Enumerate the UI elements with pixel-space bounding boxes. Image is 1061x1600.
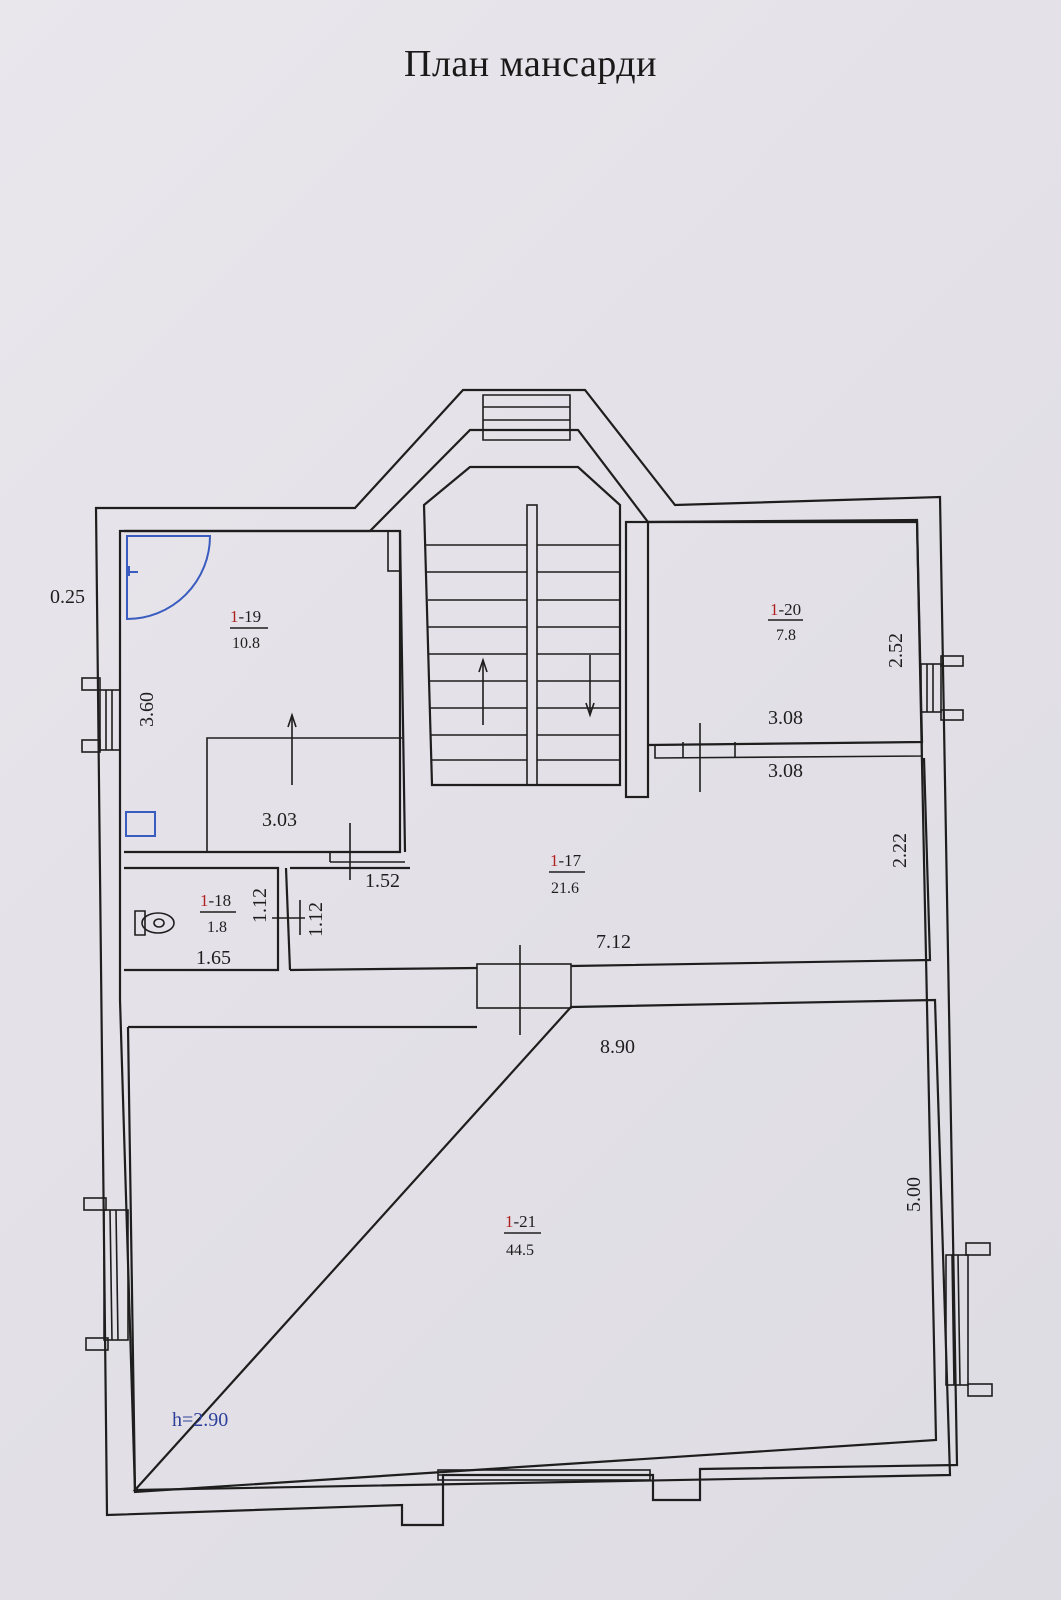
- room-1-19: [81, 529, 407, 880]
- sink-icon: [125, 811, 156, 837]
- room-label-1-17: 1-17 21.6: [549, 851, 585, 897]
- dim-1-65: 1.65: [196, 947, 231, 969]
- toilet-icon: [134, 910, 175, 936]
- room-label-1-21: 1-21 44.5: [504, 1212, 541, 1259]
- room-1-21: [83, 998, 993, 1492]
- svg-text:44.5: 44.5: [506, 1242, 534, 1259]
- dim-8-90: 8.90: [600, 1036, 635, 1058]
- svg-text:1-20: 1-20: [770, 600, 801, 619]
- svg-text:1-21: 1-21: [505, 1212, 536, 1231]
- svg-text:1-19: 1-19: [230, 607, 261, 626]
- dim-1-12-b: 1.12: [305, 902, 327, 937]
- svg-text:10.8: 10.8: [232, 635, 260, 652]
- dim-2-22: 2.22: [889, 833, 911, 868]
- dim-3-60: 3.60: [136, 692, 158, 727]
- dim-wall-thickness: 0.25: [50, 586, 85, 608]
- svg-text:7.8: 7.8: [776, 627, 796, 644]
- staircase: [422, 465, 650, 799]
- svg-text:1-18: 1-18: [200, 891, 231, 910]
- dim-5-00: 5.00: [903, 1177, 925, 1212]
- shower-icon: [126, 535, 212, 621]
- room-1-20: [647, 518, 964, 792]
- dim-1-52: 1.52: [365, 870, 400, 892]
- plan-title: План мансарди: [404, 43, 657, 85]
- dim-2-52: 2.52: [885, 633, 907, 668]
- svg-text:1-17: 1-17: [550, 851, 582, 870]
- svg-text:21.6: 21.6: [551, 880, 579, 897]
- room-1-18: [124, 866, 410, 972]
- room-label-1-18: 1-18 1.8: [200, 891, 236, 936]
- room-label-1-20: 1-20 7.8: [768, 600, 803, 644]
- dim-3-08-a: 3.08: [768, 707, 803, 729]
- dim-3-08-b: 3.08: [768, 760, 803, 782]
- room-1-17: [289, 757, 932, 1035]
- dim-1-12-a: 1.12: [249, 888, 271, 923]
- svg-text:1.8: 1.8: [207, 919, 227, 936]
- room-label-1-19: 1-19 10.8: [230, 607, 268, 652]
- dim-3-03: 3.03: [262, 809, 297, 831]
- dim-7-12: 7.12: [596, 931, 631, 953]
- ceiling-height-label: h=2.90: [172, 1409, 228, 1431]
